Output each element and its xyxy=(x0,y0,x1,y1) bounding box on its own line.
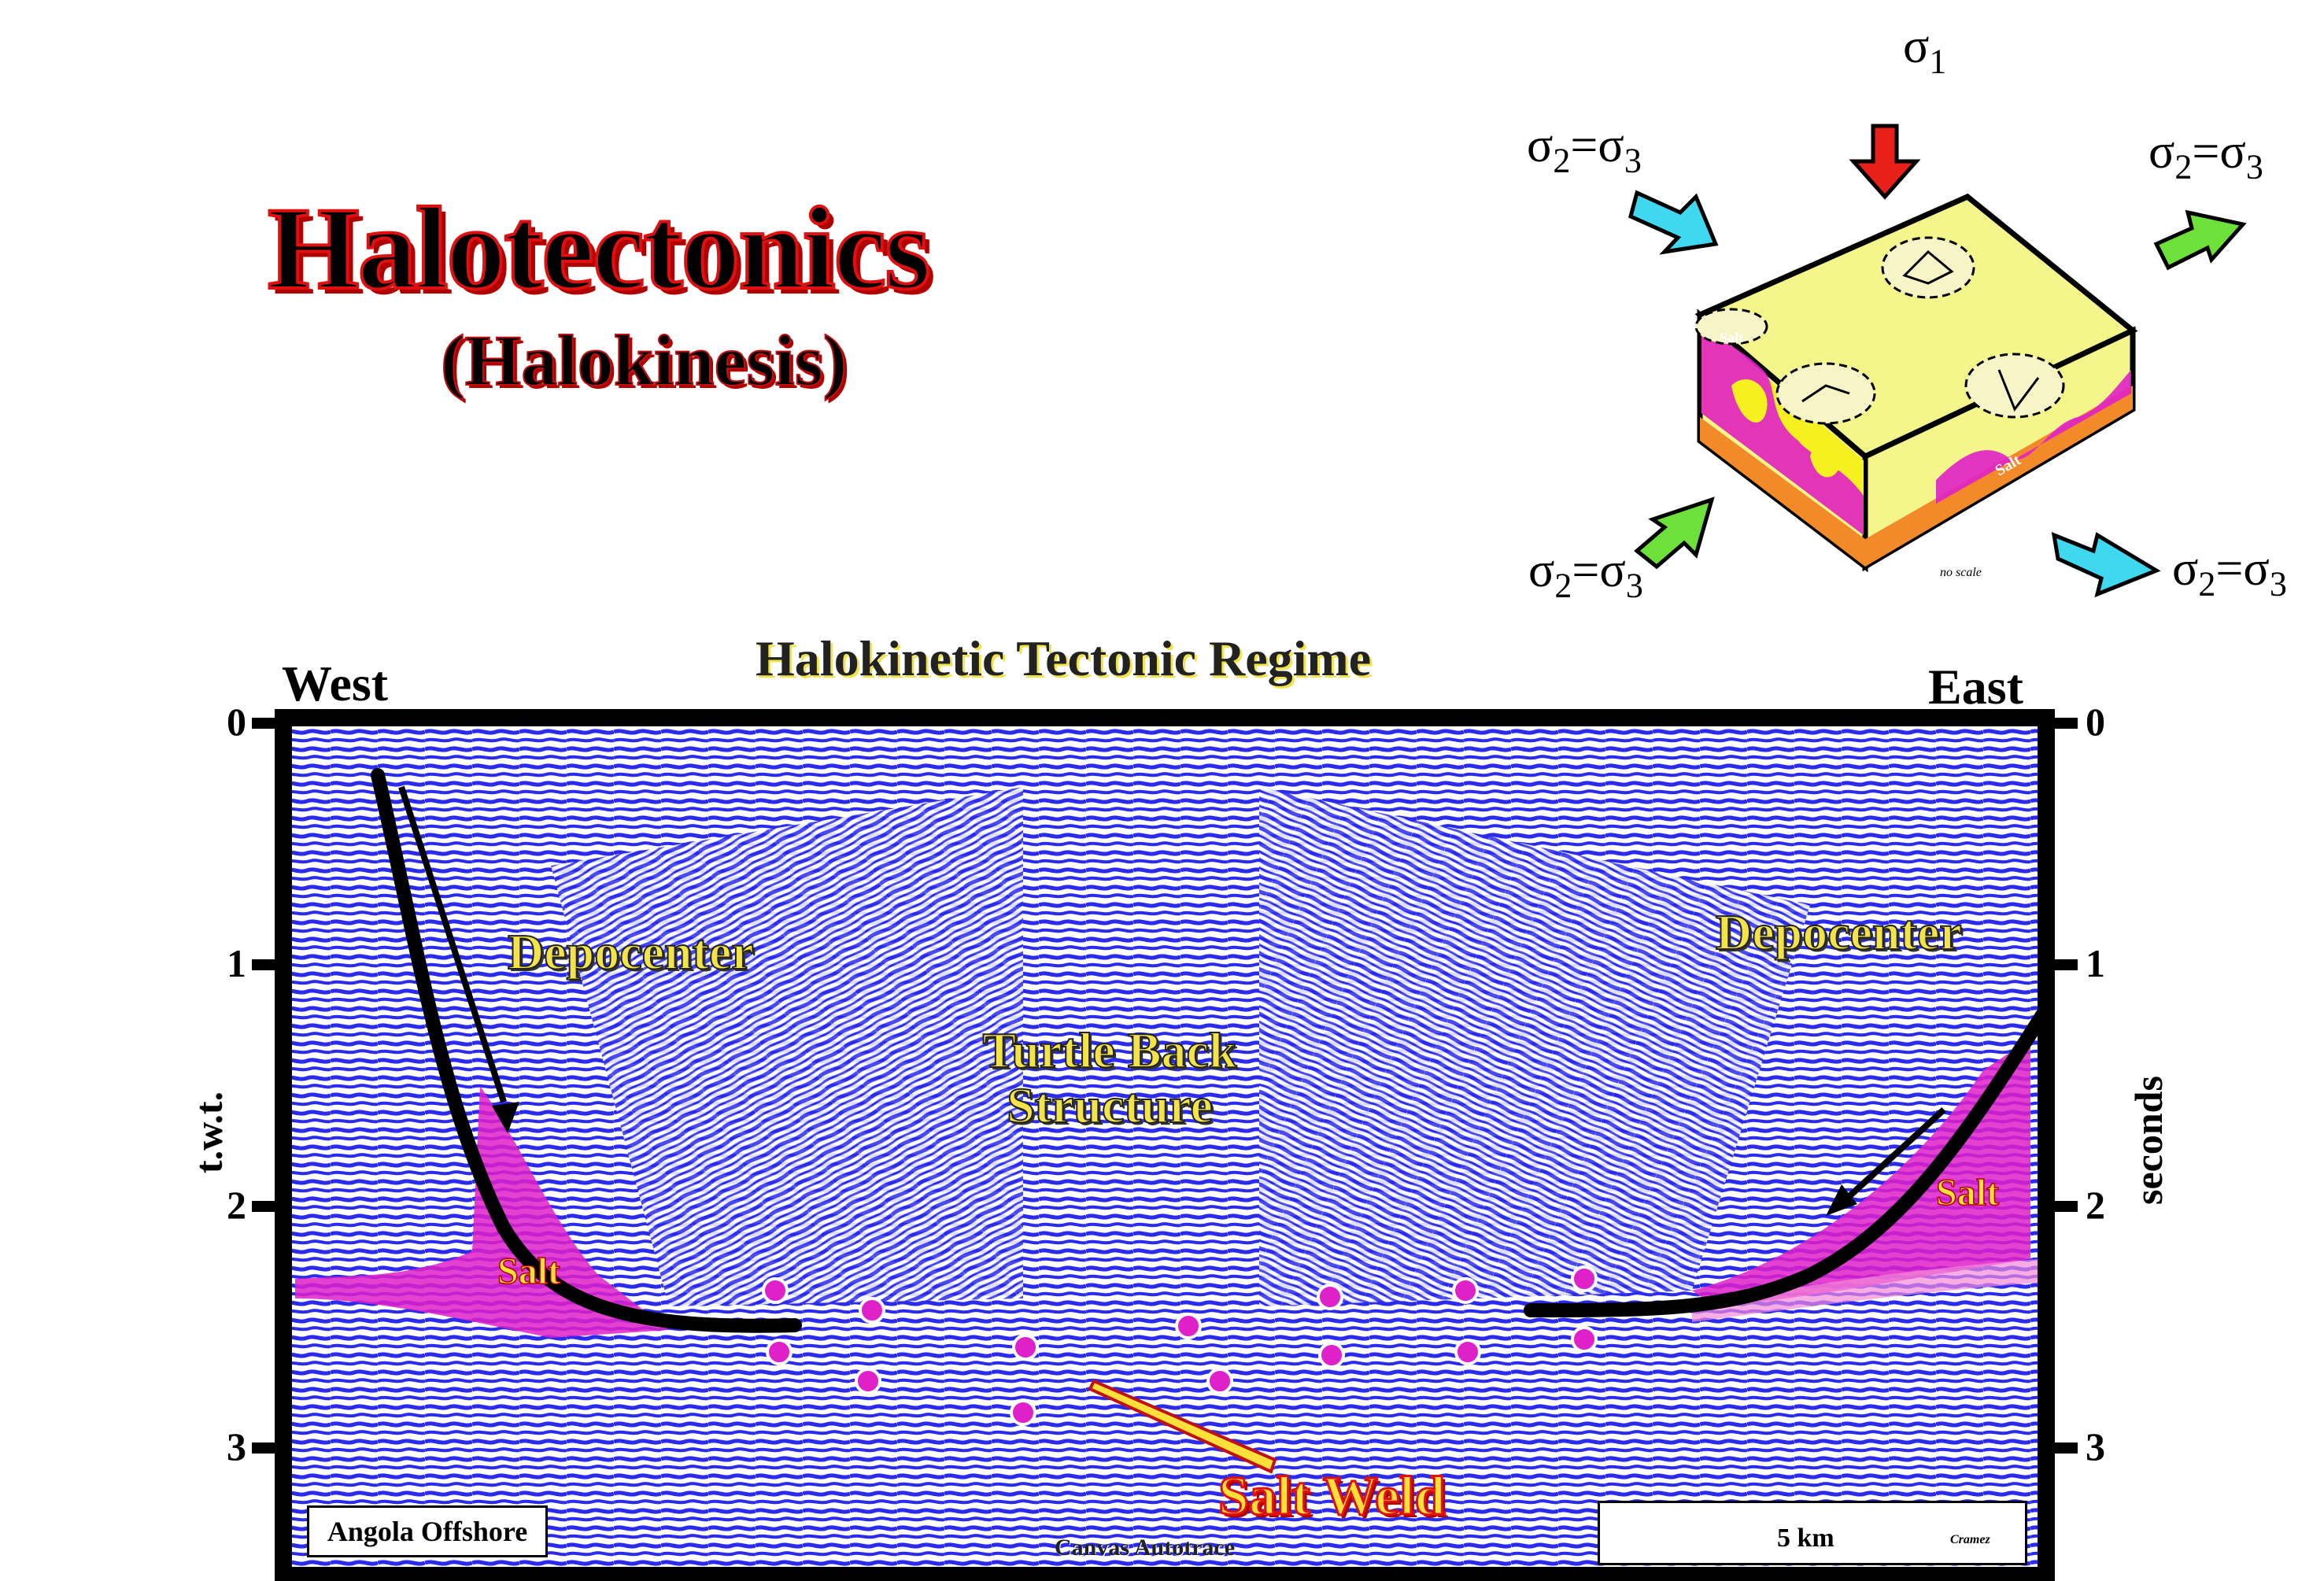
salt-label-east: Salt xyxy=(1935,1171,2000,1214)
sigma23-label-topright: σ2=σ3 xyxy=(2148,125,2263,187)
page-title: Halotectonics xyxy=(266,182,932,316)
no-scale-label: no scale xyxy=(1940,566,1982,579)
block-salt-left xyxy=(1701,327,1864,535)
regime-title: Halokinetic Tectonic Regime xyxy=(756,630,1372,686)
scale-label: 5 km xyxy=(1777,1524,1834,1553)
block-basement-left xyxy=(1700,417,1865,567)
page-subtitle: (Halokinesis) xyxy=(440,320,848,401)
sigma23-label-bottomleft: σ2=σ3 xyxy=(1528,544,1643,605)
sigma23-label-bottomright: σ2=σ3 xyxy=(2172,542,2287,604)
listric-fault-east xyxy=(1524,1008,2049,1317)
credit-label: Canvas Autotrace xyxy=(1055,1535,1236,1561)
sigma1-label: σ1 xyxy=(1903,20,1947,81)
sigma23-label-topleft: σ2=σ3 xyxy=(1527,119,1642,180)
salt-weld-label: Salt Weld xyxy=(1217,1465,1447,1528)
salt-label-west: Salt xyxy=(497,1250,561,1293)
sigma1-arrow-icon xyxy=(1849,124,1921,200)
salt-weld-arrow-icon xyxy=(1088,1379,1277,1474)
turtle-back-label: Turtle Back Structure xyxy=(982,1022,1238,1134)
scale-box: 5 km Cramez xyxy=(1598,1501,2027,1565)
depocenter-label-east: Depocenter xyxy=(1715,904,1963,961)
depocenter-label-west: Depocenter xyxy=(507,924,755,981)
tick-right-0: 0 xyxy=(2086,700,2105,744)
tick-left-1: 1 xyxy=(227,941,246,985)
salt-body-left xyxy=(295,1086,669,1338)
tick-left-0: 0 xyxy=(227,700,246,744)
green-arrow-icon-topright xyxy=(2153,209,2247,271)
green-arrow-icon-bottomleft xyxy=(1634,497,1715,570)
axis-label-twt: t.w.t. xyxy=(187,1091,231,1174)
seismic-background xyxy=(283,716,2046,1581)
tick-left-3: 3 xyxy=(227,1424,246,1468)
listric-fault-west xyxy=(371,768,802,1333)
section-frame xyxy=(275,709,2055,1581)
block-basement-right xyxy=(1865,386,2133,567)
salt-weld-markers xyxy=(762,1265,1598,1426)
slip-arrow-icon-east xyxy=(1826,1184,1857,1216)
tick-right-2: 2 xyxy=(2086,1183,2105,1227)
east-label: East xyxy=(1928,659,2023,715)
stress-block-diagram: Salt Salt no scale xyxy=(1628,124,2247,598)
tick-right-1: 1 xyxy=(2086,941,2105,985)
tick-right-3: 3 xyxy=(2086,1424,2105,1468)
cyan-arrow-icon-bottomright xyxy=(2051,532,2161,598)
location-label: Angola Offshore xyxy=(307,1505,548,1557)
author-label: Cramez xyxy=(1950,1533,1990,1546)
slip-arrow-icon-west xyxy=(492,1102,519,1133)
block-salt-label-left: Salt xyxy=(1720,330,1743,345)
tick-left-2: 2 xyxy=(227,1183,246,1227)
cyan-arrow-icon-topleft xyxy=(1628,190,1719,255)
salt-body-right xyxy=(1692,1039,2030,1306)
west-label: West xyxy=(282,656,389,711)
block-salt-right xyxy=(1936,370,2131,504)
axis-label-seconds: seconds xyxy=(2126,1076,2171,1205)
